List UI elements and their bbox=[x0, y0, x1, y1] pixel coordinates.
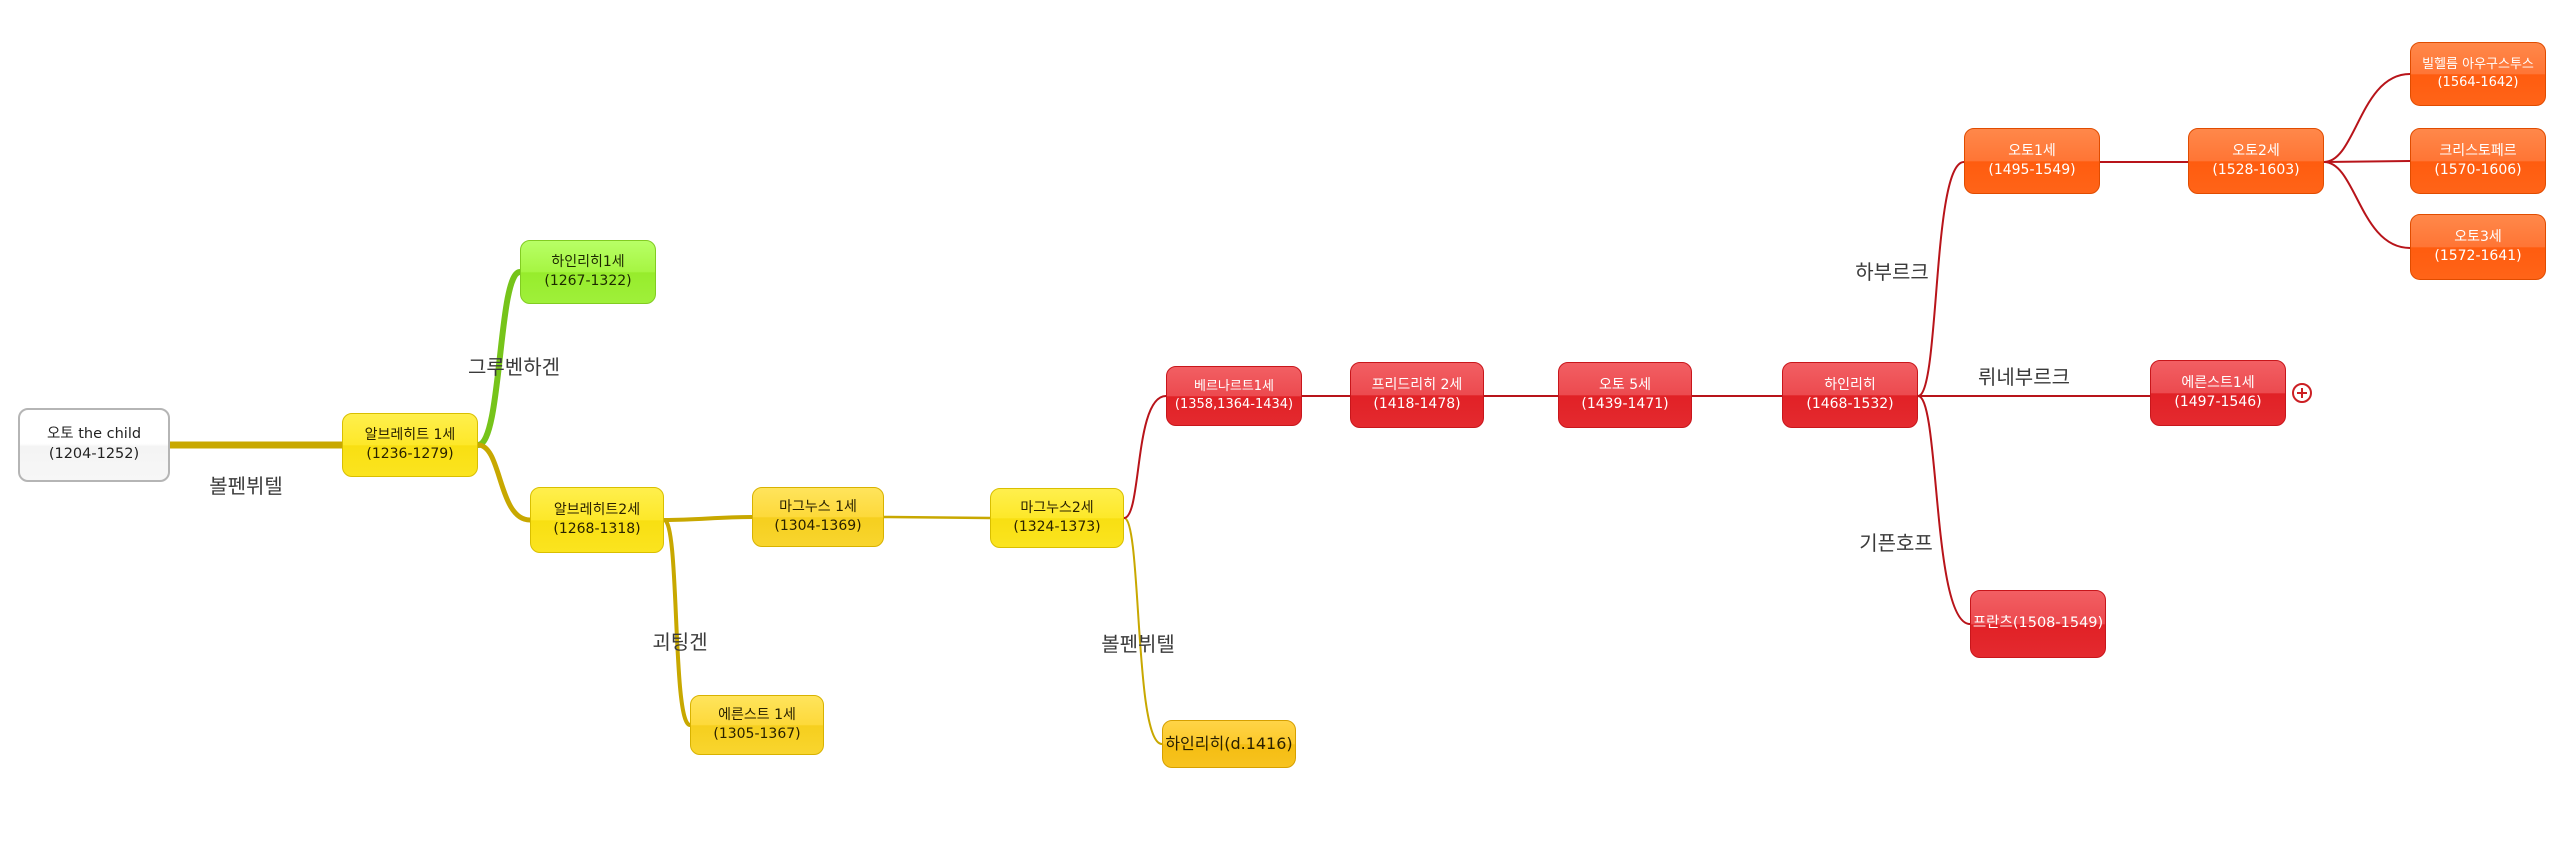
node-years: (1236-1279) bbox=[366, 446, 454, 462]
node-otto-the-child[interactable]: 오토 the child (1204-1252) bbox=[18, 408, 170, 482]
node-name: 에른스트 1세 bbox=[718, 707, 796, 724]
node-otto2[interactable]: 오토2세 (1528-1603) bbox=[2188, 128, 2324, 194]
node-years: (1439-1471) bbox=[1581, 396, 1669, 412]
node-heinrich1[interactable]: 하인리히1세 (1267-1322) bbox=[520, 240, 656, 304]
branch-label-grubenhagen: 그루벤하겐 bbox=[468, 355, 560, 379]
node-name: 크리스토페르 bbox=[2439, 143, 2517, 160]
node-franz[interactable]: 프란츠(1508-1549) bbox=[1970, 590, 2106, 658]
node-ernst1-luneburg[interactable]: 에른스트1세 (1497-1546) bbox=[2150, 360, 2286, 426]
node-name: 알브레히트2세 bbox=[553, 502, 641, 519]
edge-albrecht1-heinrich1 bbox=[476, 269, 522, 448]
node-albrecht2[interactable]: 알브레히트2세 (1268-1318) bbox=[530, 487, 664, 553]
node-name: 하인리히 bbox=[1824, 377, 1876, 394]
edge-otto2-wilhelm bbox=[2323, 73, 2411, 163]
node-name: 빌헬름 아우구스투스 bbox=[2422, 57, 2534, 73]
node-name: 오토1세 bbox=[2008, 143, 2056, 160]
node-name: 베르나르트1세 bbox=[1193, 379, 1275, 395]
edge-magnus2-heinrich-d bbox=[1123, 517, 1163, 745]
node-otto1[interactable]: 오토1세 (1495-1549) bbox=[1964, 128, 2100, 194]
node-name: 오토2세 bbox=[2232, 143, 2280, 160]
node-years: (1305-1367) bbox=[713, 726, 801, 742]
node-christoph[interactable]: 크리스토페르 (1570-1606) bbox=[2410, 128, 2546, 194]
node-magnus2[interactable]: 마그누스2세 (1324-1373) bbox=[990, 488, 1124, 548]
node-years: (1468-1532) bbox=[1806, 396, 1894, 412]
node-otto3[interactable]: 오토3세 (1572-1641) bbox=[2410, 214, 2546, 280]
node-ernst1-gottingen[interactable]: 에른스트 1세 (1305-1367) bbox=[690, 695, 824, 755]
node-years: (1304-1369) bbox=[774, 518, 862, 534]
edge-otto2-otto3 bbox=[2323, 161, 2411, 249]
branch-label-gottingen: 괴팅겐 bbox=[652, 630, 708, 654]
node-years: (1358,1364-1434) bbox=[1174, 397, 1294, 412]
branch-label-luneburg: 뤼네부르크 bbox=[1978, 365, 2070, 389]
node-years: (1204-1252) bbox=[48, 446, 140, 462]
branch-label-gifhorn: 기픈호프 bbox=[1859, 531, 1933, 555]
node-name: 오토3세 bbox=[2454, 229, 2502, 246]
node-name: 하인리히1세 bbox=[551, 254, 625, 271]
branch-label-wolfenbuttel: 볼펜뷔텔 bbox=[209, 474, 283, 498]
node-name: 오토 5세 bbox=[1599, 377, 1651, 394]
node-albrecht1[interactable]: 알브레히트 1세 (1236-1279) bbox=[342, 413, 478, 477]
node-years: (1528-1603) bbox=[2212, 162, 2300, 178]
node-years: (1572-1641) bbox=[2434, 248, 2522, 264]
node-years: (1267-1322) bbox=[544, 273, 632, 289]
node-friedrich2[interactable]: 프리드리히 2세 (1418-1478) bbox=[1350, 362, 1484, 428]
edge-magnus1-magnus2 bbox=[883, 515, 991, 520]
edge-albrecht2-magnus1 bbox=[663, 515, 753, 522]
node-bernhard1[interactable]: 베르나르트1세 (1358,1364-1434) bbox=[1166, 366, 1302, 426]
edge-heinrich-franz bbox=[1917, 395, 1971, 625]
node-years: (1324-1373) bbox=[1013, 519, 1101, 535]
node-name: 알브레히트 1세 bbox=[364, 427, 456, 444]
node-wilhelm-augustus[interactable]: 빌헬름 아우구스투스 (1564-1642) bbox=[2410, 42, 2546, 106]
node-name: 프리드리히 2세 bbox=[1371, 377, 1463, 394]
edge-magnus2-bernhard1 bbox=[1123, 395, 1167, 519]
node-years: (1495-1549) bbox=[1988, 162, 2076, 178]
edge-otto2-christoph bbox=[2323, 160, 2411, 163]
branch-label-wolfenbuttel-2: 볼펜뷔텔 bbox=[1101, 632, 1175, 656]
node-heinrich-d1416[interactable]: 하인리히(d.1416) bbox=[1162, 720, 1296, 768]
node-name: 에른스트1세 bbox=[2181, 375, 2255, 392]
node-years: (1418-1478) bbox=[1373, 396, 1461, 412]
branch-label-harburg: 하부르크 bbox=[1855, 260, 1929, 284]
node-years: (1268-1318) bbox=[553, 521, 641, 537]
edge-albrecht2-ernst1 bbox=[662, 518, 692, 727]
node-name: 마그누스2세 bbox=[1020, 500, 1094, 517]
node-years: (1497-1546) bbox=[2174, 394, 2262, 410]
edge-heinrich-otto1 bbox=[1917, 161, 1965, 397]
node-years: (1570-1606) bbox=[2434, 162, 2522, 178]
node-name: 하인리히(d.1416) bbox=[1165, 734, 1293, 754]
node-name: 오토 the child bbox=[46, 426, 142, 443]
node-heinrich-1468[interactable]: 하인리히 (1468-1532) bbox=[1782, 362, 1918, 428]
node-name: 프란츠(1508-1549) bbox=[1972, 615, 2104, 632]
node-name: 마그누스 1세 bbox=[779, 499, 857, 516]
edge-albrecht1-albrecht2 bbox=[477, 442, 531, 523]
node-magnus1[interactable]: 마그누스 1세 (1304-1369) bbox=[752, 487, 884, 547]
node-otto5[interactable]: 오토 5세 (1439-1471) bbox=[1558, 362, 1692, 428]
plus-circle-icon[interactable] bbox=[2292, 383, 2312, 403]
node-years: (1564-1642) bbox=[2437, 75, 2519, 90]
